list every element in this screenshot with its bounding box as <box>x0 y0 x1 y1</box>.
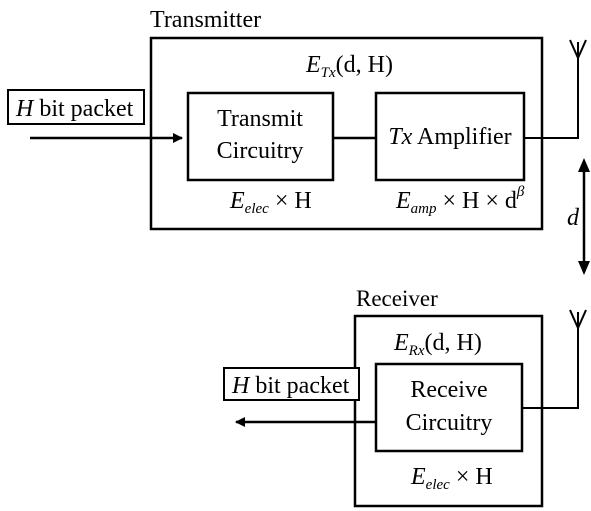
transmit-circuitry-line2: Circuitry <box>217 138 304 164</box>
output-packet-label: H bit packet <box>231 373 350 399</box>
tx-amplifier-box <box>374 91 526 182</box>
transmitter-title: Transmitter <box>150 7 261 33</box>
rx-elec-energy-label: Eelec × H <box>410 464 493 493</box>
transmitter-energy-label: ETx(d, H) <box>305 52 393 81</box>
distance-arrow-head-up <box>578 158 590 172</box>
transmitter-antenna-icon <box>524 39 587 139</box>
tx-elec-energy-label: Eelec × H <box>229 188 312 217</box>
transmitter-box <box>149 36 544 231</box>
output-packet-box <box>223 367 360 401</box>
receive-circuitry-line1: Receive <box>410 377 487 403</box>
distance-arrow-head-down <box>578 261 590 275</box>
receiver-title: Receiver <box>356 286 438 311</box>
receiver-energy-label: ERx(d, H) <box>393 330 482 359</box>
receiver-antenna-icon <box>522 309 587 409</box>
receive-circuitry-line2: Circuitry <box>406 410 493 436</box>
receiver-box <box>353 314 544 508</box>
input-packet-box <box>7 89 145 125</box>
distance-label: d <box>567 205 580 231</box>
tx-amplifier-label: Tx Amplifier <box>388 124 511 150</box>
transmit-circuitry-box <box>186 91 335 182</box>
input-packet-label: H bit packet <box>15 96 134 122</box>
tx-amp-energy-label: Eamp × H × dβ <box>395 184 525 217</box>
transmit-circuitry-line1: Transmit <box>217 106 303 132</box>
